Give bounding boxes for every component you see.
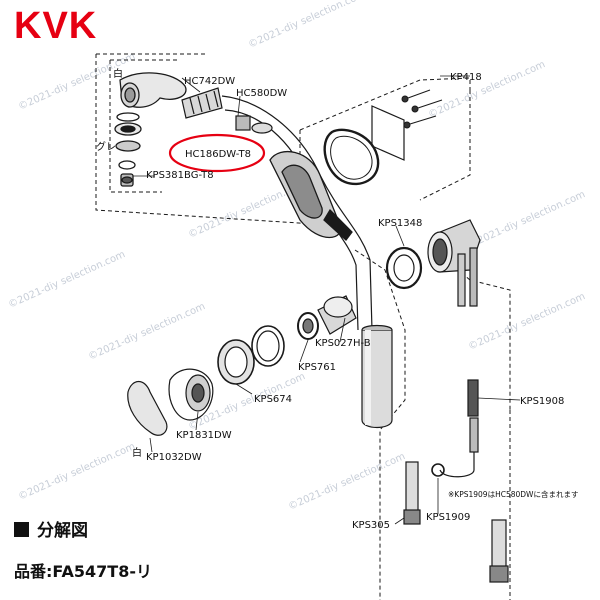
label-kps027h: KPS027H-B [315, 338, 371, 349]
label-kps761: KPS761 [298, 362, 336, 373]
cartridge-assembly [385, 219, 481, 307]
label-kp1032dw: KP1032DW [146, 452, 202, 463]
section-title: 分解図 [14, 520, 88, 542]
watermark-text: ©2021-diy selection.com [7, 249, 127, 311]
watermark-text: ©2021-diy selection.com [17, 441, 137, 503]
leader-lines [133, 75, 521, 525]
label-hc186dw: HC186DW-T8 [185, 149, 251, 160]
watermark-text: ©2021-diy selection.com [87, 301, 207, 363]
valve-cartridge [217, 295, 357, 385]
supply-hoses [403, 379, 509, 583]
watermark-text: ©2021-diy selection.com [467, 189, 587, 251]
watermark-text: ©2021-diy selection.com [247, 0, 367, 51]
section-title-text: 分解図 [37, 521, 88, 541]
label-white-top: 白 [113, 67, 123, 80]
label-kp418: KP418 [450, 72, 482, 83]
label-kps1348: KPS1348 [378, 218, 422, 229]
label-kps674: KPS674 [254, 394, 292, 405]
spout-body [269, 151, 353, 241]
label-white-bottom: 白 [132, 446, 142, 459]
watermark-text: ©2021-diy selection.com [287, 451, 407, 513]
label-hc742dw: HC742DW [184, 76, 235, 87]
watermark-text: ©2021-diy selection.com [427, 59, 547, 121]
highlight-ellipse [168, 133, 266, 173]
spray-head-parts [114, 72, 187, 187]
hose-connector-part [181, 87, 223, 119]
label-kps305: KPS305 [352, 520, 390, 531]
mounting-bracket [323, 89, 443, 186]
group-outlines [95, 53, 511, 600]
model-number: 品番:FA547T8-リ [14, 562, 152, 581]
label-hc580dw: HC580DW [236, 88, 287, 99]
square-bullet-icon [14, 522, 29, 537]
lever-handle [127, 368, 214, 436]
watermark-text: ©2021-diy selection.com [467, 291, 587, 353]
kvk-logo: KVK [14, 5, 98, 47]
label-kps381bg: KPS381BG-T8 [146, 170, 214, 181]
label-kps1909: KPS1909 [426, 512, 470, 523]
label-kp1831dw: KP1831DW [176, 430, 232, 441]
label-note: ※KPS1909はHC580DWに含まれます [448, 489, 578, 499]
faucet-body [361, 324, 393, 429]
label-gray: グレ [96, 140, 116, 153]
watermark-layer: ©2021-diy selection.com ©2021-diy select… [7, 0, 587, 513]
label-kps1908: KPS1908 [520, 396, 564, 407]
